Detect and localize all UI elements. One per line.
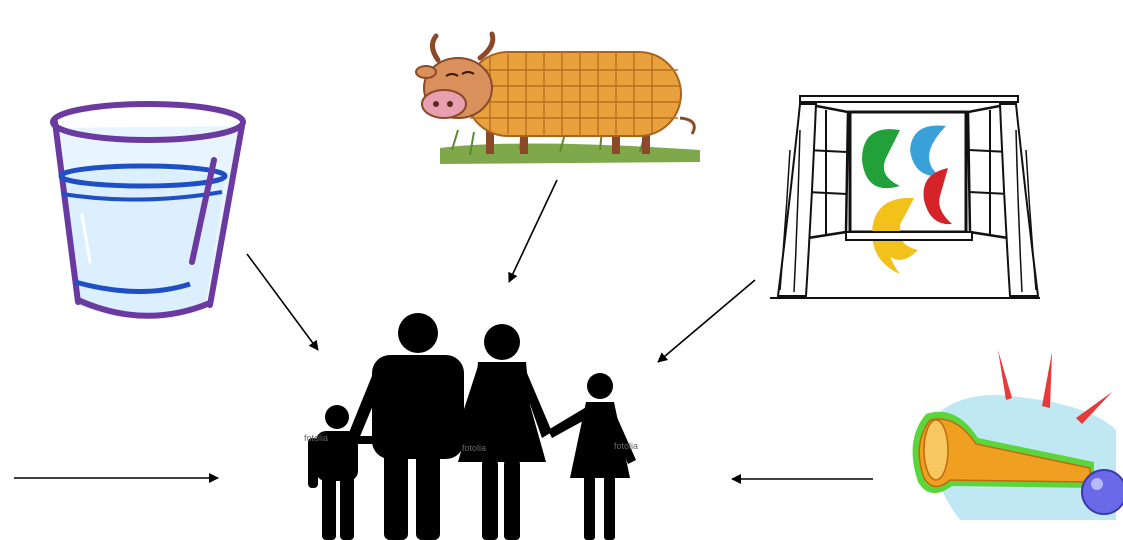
arrow-from-cow: [508, 179, 558, 283]
watermark-text: fotolia: [462, 443, 487, 453]
arrow-from-window: [657, 279, 756, 363]
watermark-text: fotolia: [614, 441, 639, 451]
watermark-text: fotolia: [304, 433, 329, 443]
arrow-from-glass: [246, 253, 319, 351]
